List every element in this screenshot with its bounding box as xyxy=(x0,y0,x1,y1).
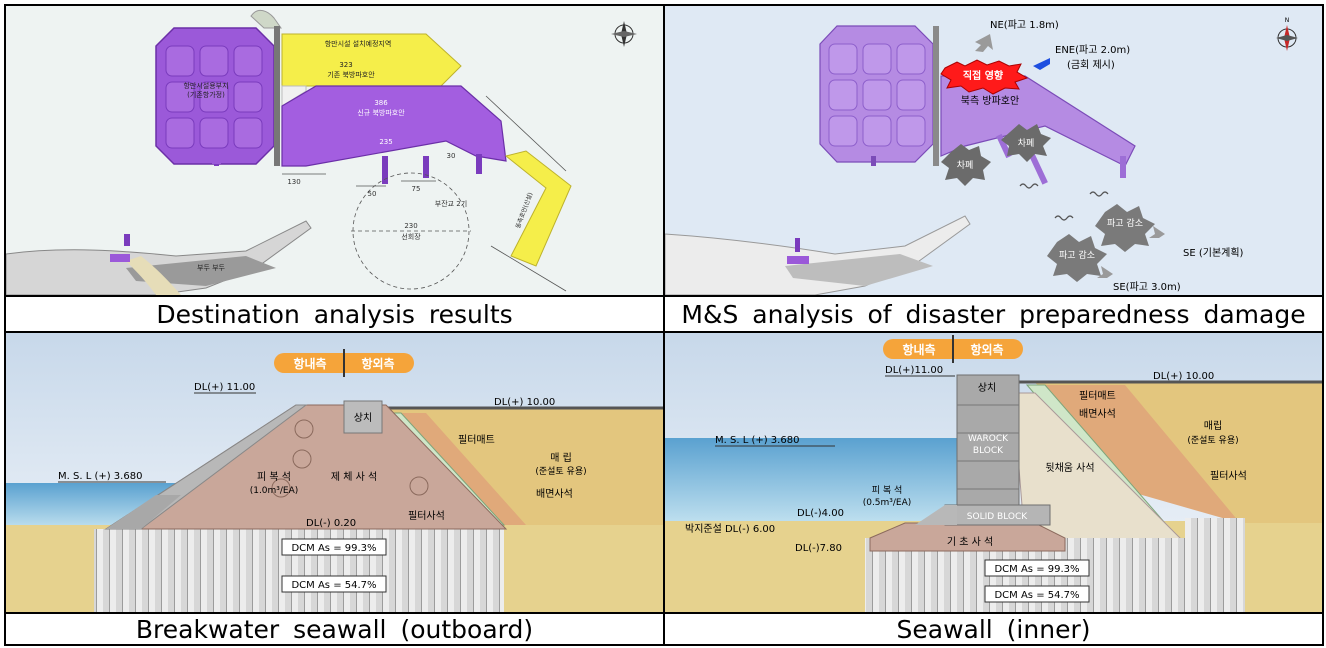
panel-ms-analysis: NE(파고 1.8m) ENE(파고 2.0m) (금회 제시) 직접 영향 북… xyxy=(663,4,1324,297)
dim-235: 235 xyxy=(379,138,392,146)
impact-burst-icon xyxy=(940,59,1029,95)
panel-destination-analysis: 항만시설용부지 (기존항가정) 항만시설 설치예정지역 323 기존 북방파호안… xyxy=(4,4,665,297)
label-turning-basin: 선회장 xyxy=(401,232,421,241)
caption-destination: Destination analysis results xyxy=(4,295,665,333)
label-reduce-1: 파고 감소 xyxy=(1107,217,1143,229)
label-dl-1100: DL(+)11.00 xyxy=(885,365,943,376)
label-new-breakwater: 신규 북방파호안 xyxy=(357,108,405,117)
caption-ms-analysis: M&S analysis of disaster preparedness da… xyxy=(663,295,1324,333)
caption-seawall: Seawall (inner) xyxy=(663,612,1324,646)
dim-30: 30 xyxy=(447,152,456,160)
wave-arrow-ne-icon xyxy=(975,34,993,52)
wave-analysis-drawing: NE(파고 1.8m) ENE(파고 2.0m) (금회 제시) 직접 영향 북… xyxy=(665,6,1322,295)
label-inner-side: 항내측 xyxy=(902,342,935,357)
label-solid-block: SOLID BLOCK xyxy=(967,512,1028,522)
label-warock-1: WAROCK xyxy=(968,434,1009,444)
label-se-plan: SE (기본계획) xyxy=(1183,247,1244,259)
label-north-breakwater: 북측 방파호안 xyxy=(961,95,1019,107)
label-ne-wave: NE(파고 1.8m) xyxy=(990,19,1059,31)
label-armor-stone-sub: (0.5m³/EA) xyxy=(863,498,912,508)
label-dl-1000: DL(+) 10.00 xyxy=(1153,371,1214,382)
label-msl: M. S. L (+) 3.680 xyxy=(58,471,142,482)
label-se-wave: SE(파고 3.0m) xyxy=(1113,281,1181,293)
dim-130: 130 xyxy=(287,178,300,186)
cap-block xyxy=(343,400,383,434)
label-reclaim: 매 립 xyxy=(550,451,572,464)
label-dl-020: DL(-) 0.20 xyxy=(306,518,356,529)
reduce-burst-2-icon xyxy=(1047,234,1107,282)
panel-breakwater-section: 상치 항내측 항외측 DL(+) 11.00 DL(+) 10.00 M. S.… xyxy=(4,331,665,614)
label-dl-1000: DL(+) 10.00 xyxy=(494,397,555,408)
label-armor-stone: 피 복 석 xyxy=(872,485,903,496)
dim-230: 230 xyxy=(404,222,417,230)
destination-plan-drawing: 항만시설용부지 (기존항가정) 항만시설 설치예정지역 323 기존 북방파호안… xyxy=(6,6,663,295)
label-reclaim-sub: (준설토 유용) xyxy=(1187,435,1238,446)
label-dl-780: DL(-)7.80 xyxy=(795,543,842,554)
label-dredge: 박지준설 DL(-) 6.00 xyxy=(685,523,775,535)
label-dcm-lower: DCM As = 54.7% xyxy=(994,590,1079,601)
compass-icon xyxy=(611,21,637,47)
reduce-burst-1-icon xyxy=(1095,204,1155,252)
label-reclaim-sub: (준설토 유용) xyxy=(535,466,586,477)
wave-arrow-ene-icon xyxy=(1033,58,1050,70)
label-filter-mat: 필터매트 xyxy=(1079,390,1116,402)
label-cap: 상치 xyxy=(354,412,372,424)
label-armor-stone: 피 복 석 xyxy=(257,471,291,483)
seawall-cross-section: 상치 WAROCK BLOCK SOLID BLOCK 항내측 항외측 DL(+… xyxy=(665,333,1322,612)
dim-323: 323 xyxy=(339,61,352,69)
label-site-area-sub: (기존항가정) xyxy=(187,90,225,99)
label-site-area: 항만시설용부지 xyxy=(183,81,228,90)
caption-breakwater: Breakwater seawall (outboard) xyxy=(4,612,665,646)
direction-marker: 항내측 항외측 xyxy=(883,335,1023,363)
label-planned-area: 항만시설 설치예정지역 xyxy=(325,39,392,48)
compass-north-label: N xyxy=(1285,17,1290,24)
label-dl-1100: DL(+) 11.00 xyxy=(194,382,255,393)
label-existing-breakwater: 기존 북방파호안 xyxy=(327,70,375,79)
label-dl-400: DL(-)4.00 xyxy=(797,508,844,519)
label-armor-stone-sub: (1.0m³/EA) xyxy=(250,486,299,496)
panel-seawall-section: 상치 WAROCK BLOCK SOLID BLOCK 항내측 항외측 DL(+… xyxy=(663,331,1324,614)
label-back-stone: 배면사석 xyxy=(536,488,573,500)
compass-icon: N xyxy=(1276,17,1298,51)
dim-75: 75 xyxy=(412,185,421,193)
label-reduce-2: 파고 감소 xyxy=(1059,249,1095,261)
label-block-1: 차폐 xyxy=(1018,137,1035,149)
label-warock-2: BLOCK xyxy=(973,446,1004,456)
label-dcm-lower: DCM As = 54.7% xyxy=(291,580,376,591)
label-ene-wave: ENE(파고 2.0m) xyxy=(1055,44,1130,56)
label-floating-pier: 부잔교 2기 xyxy=(435,199,467,208)
label-backfill: 뒷채움 사석 xyxy=(1045,461,1094,474)
shield-burst-2-icon xyxy=(941,144,991,186)
label-dcm-upper: DCM As = 99.3% xyxy=(994,564,1079,575)
label-filter-mat: 필터매트 xyxy=(458,434,495,446)
label-wharf: 부두 부두 xyxy=(197,264,226,272)
label-msl: M. S. L (+) 3.680 xyxy=(715,435,799,446)
label-back-stone: 배면사석 xyxy=(1079,408,1116,420)
planned-area-yellow xyxy=(281,33,462,87)
shield-burst-1-icon xyxy=(1001,124,1051,162)
label-core-stone: 제 체 사 석 xyxy=(331,471,377,483)
label-reclaim: 매립 xyxy=(1204,419,1222,432)
label-ene-note: (금회 제시) xyxy=(1067,59,1115,71)
label-direct-impact: 직접 영향 xyxy=(963,69,1004,82)
label-inner-side: 항내측 xyxy=(293,356,326,371)
label-dcm-upper: DCM As = 99.3% xyxy=(291,543,376,554)
label-outer-side: 항외측 xyxy=(361,356,394,371)
label-filter-stone: 필터사석 xyxy=(1210,470,1247,482)
dim-386: 386 xyxy=(374,99,388,107)
label-filter-stone: 필터사석 xyxy=(408,510,445,522)
dim-50: 50 xyxy=(368,190,377,198)
breakwater-cross-section: 상치 항내측 항외측 DL(+) 11.00 DL(+) 10.00 M. S.… xyxy=(6,333,663,612)
direction-marker: 항내측 항외측 xyxy=(274,349,414,377)
block-column xyxy=(956,374,1020,526)
label-outer-side: 항외측 xyxy=(970,342,1003,357)
label-block-2: 차폐 xyxy=(957,159,974,171)
label-foundation: 기 초 사 석 xyxy=(947,536,993,548)
label-cap: 상치 xyxy=(978,382,996,394)
new-breakwater-area xyxy=(281,85,507,167)
